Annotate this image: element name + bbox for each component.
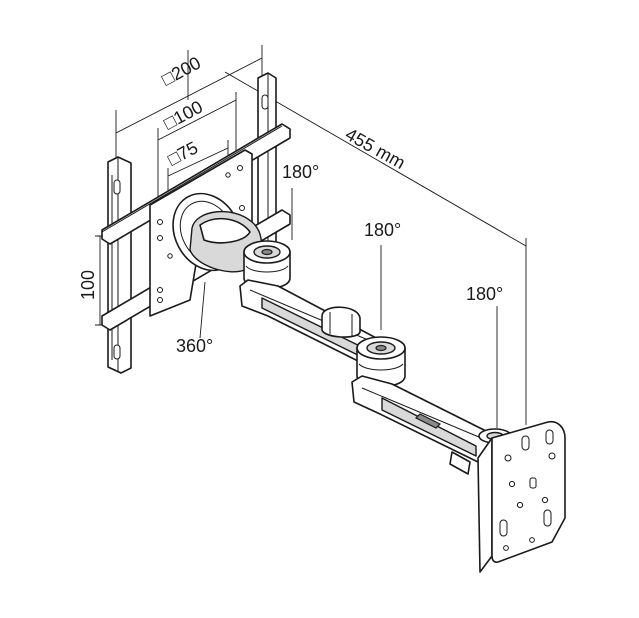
reach-label: 455 mm [342,124,409,173]
rotation-labels: 180° 180° 180° 360° [176,162,503,356]
arm-segment-1 [239,279,385,369]
vesa-100-label: □100 [160,97,206,134]
plate-rotation-label: 360° [176,336,213,356]
arm-segment-2 [351,375,491,475]
middle-joint-rotation-label: 180° [364,220,401,240]
tilt-joint-rotation-label: 180° [282,162,319,182]
height-100-label: 100 [78,270,98,300]
wall-plate [477,420,566,573]
vesa-200-label: □200 [158,53,204,90]
middle-joint [356,336,406,388]
vesa-75-label: □75 [164,137,201,169]
wall-joint-rotation-label: 180° [466,284,503,304]
tilt-joint [243,240,291,290]
